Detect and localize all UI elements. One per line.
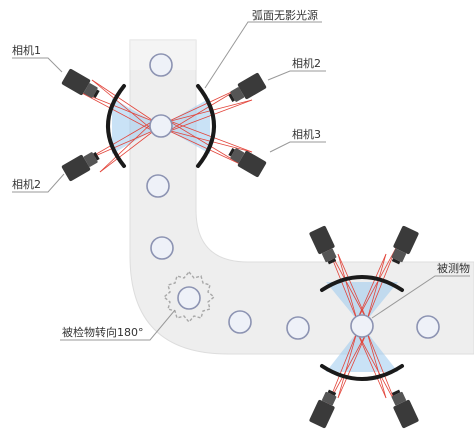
ray xyxy=(366,331,387,399)
camera-lens xyxy=(83,83,98,98)
light-beam-top xyxy=(326,282,398,326)
ray xyxy=(99,119,156,173)
camera-body xyxy=(393,399,419,429)
ray xyxy=(85,129,156,161)
camera-lens-rim xyxy=(327,258,337,265)
ray xyxy=(91,79,156,123)
object-inspected xyxy=(149,114,173,138)
object-queued xyxy=(416,315,440,339)
camera-lens-rim xyxy=(327,389,337,396)
label-light-source: 弧面无影光源 xyxy=(252,8,318,22)
light-beam-left xyxy=(112,98,161,154)
camera-lens xyxy=(321,391,337,406)
callout-light-source xyxy=(204,21,322,89)
camera-body xyxy=(237,72,267,100)
ray xyxy=(99,129,156,173)
camera-lens xyxy=(83,152,98,167)
ray xyxy=(166,99,253,133)
camera-body xyxy=(309,225,335,255)
object-queued xyxy=(286,316,310,340)
camera-lens xyxy=(230,87,245,102)
object-inspected xyxy=(350,314,374,338)
ray xyxy=(327,331,368,405)
camera-icon xyxy=(61,68,100,98)
light-beam-bottom xyxy=(326,326,398,372)
ray xyxy=(79,91,156,133)
arc-light-right xyxy=(196,84,216,168)
arc-light-top xyxy=(320,275,404,292)
camera-body xyxy=(61,68,91,96)
camera-icon xyxy=(61,152,100,182)
ray xyxy=(356,331,387,399)
ray xyxy=(166,119,241,165)
ray xyxy=(356,331,397,405)
camera-lens-rim xyxy=(391,258,401,265)
object-queued xyxy=(146,174,170,198)
label-camera3: 相机3 xyxy=(292,127,321,141)
label-object: 被测物 xyxy=(437,261,470,275)
arc-light-left xyxy=(106,84,126,168)
object-queued xyxy=(228,310,252,334)
camera-icon xyxy=(228,72,267,102)
camera-lens xyxy=(391,248,407,263)
camera-icon xyxy=(391,389,419,429)
object-rotating xyxy=(177,286,201,310)
camera-icon xyxy=(309,225,337,265)
ray xyxy=(166,87,241,123)
ray xyxy=(337,253,358,321)
callout-camera1 xyxy=(12,57,63,73)
camera-lens xyxy=(391,391,407,406)
light-beam-right xyxy=(161,98,210,154)
callout-camera2-right xyxy=(267,70,326,81)
arc-light-bottom xyxy=(320,364,404,381)
ray xyxy=(91,79,156,133)
camera-body xyxy=(237,150,267,178)
light-beams xyxy=(112,98,398,372)
ray xyxy=(356,253,387,321)
cameras xyxy=(61,68,419,429)
ray xyxy=(166,99,253,123)
callout-camera2-left xyxy=(12,173,65,193)
object-queued xyxy=(149,53,173,77)
camera-lens-rim xyxy=(391,389,401,396)
ray xyxy=(366,331,397,405)
camera-icon xyxy=(309,389,337,429)
camera-icon xyxy=(228,148,267,178)
camera-icon xyxy=(391,225,419,265)
label-camera2-left: 相机2 xyxy=(12,177,41,191)
callout-rotate xyxy=(60,309,176,341)
camera-body xyxy=(309,399,335,429)
label-camera1: 相机1 xyxy=(12,43,41,57)
arc-light-sources xyxy=(106,84,404,381)
ray xyxy=(85,119,156,161)
object-queued xyxy=(150,236,174,260)
camera-body xyxy=(393,225,419,255)
objects-on-track xyxy=(146,53,440,340)
camera-lens xyxy=(321,248,337,263)
ray xyxy=(166,129,241,165)
ray xyxy=(166,129,253,153)
callout-camera3 xyxy=(269,141,326,153)
camera-lens-rim xyxy=(228,93,235,102)
ray xyxy=(337,331,358,399)
label-camera2-right: 相机2 xyxy=(292,56,321,70)
camera-lens-rim xyxy=(228,148,235,157)
ray xyxy=(366,253,387,321)
ray xyxy=(356,247,397,321)
camera-lens-rim xyxy=(93,152,100,161)
camera-body xyxy=(61,154,91,182)
camera-lens xyxy=(230,148,245,163)
callout-object xyxy=(371,275,470,319)
camera-lens-rim xyxy=(93,89,100,98)
label-rotate: 被检物转向180° xyxy=(62,325,144,339)
ray xyxy=(166,119,253,153)
ray xyxy=(366,247,397,321)
conveyor-track xyxy=(129,39,474,355)
